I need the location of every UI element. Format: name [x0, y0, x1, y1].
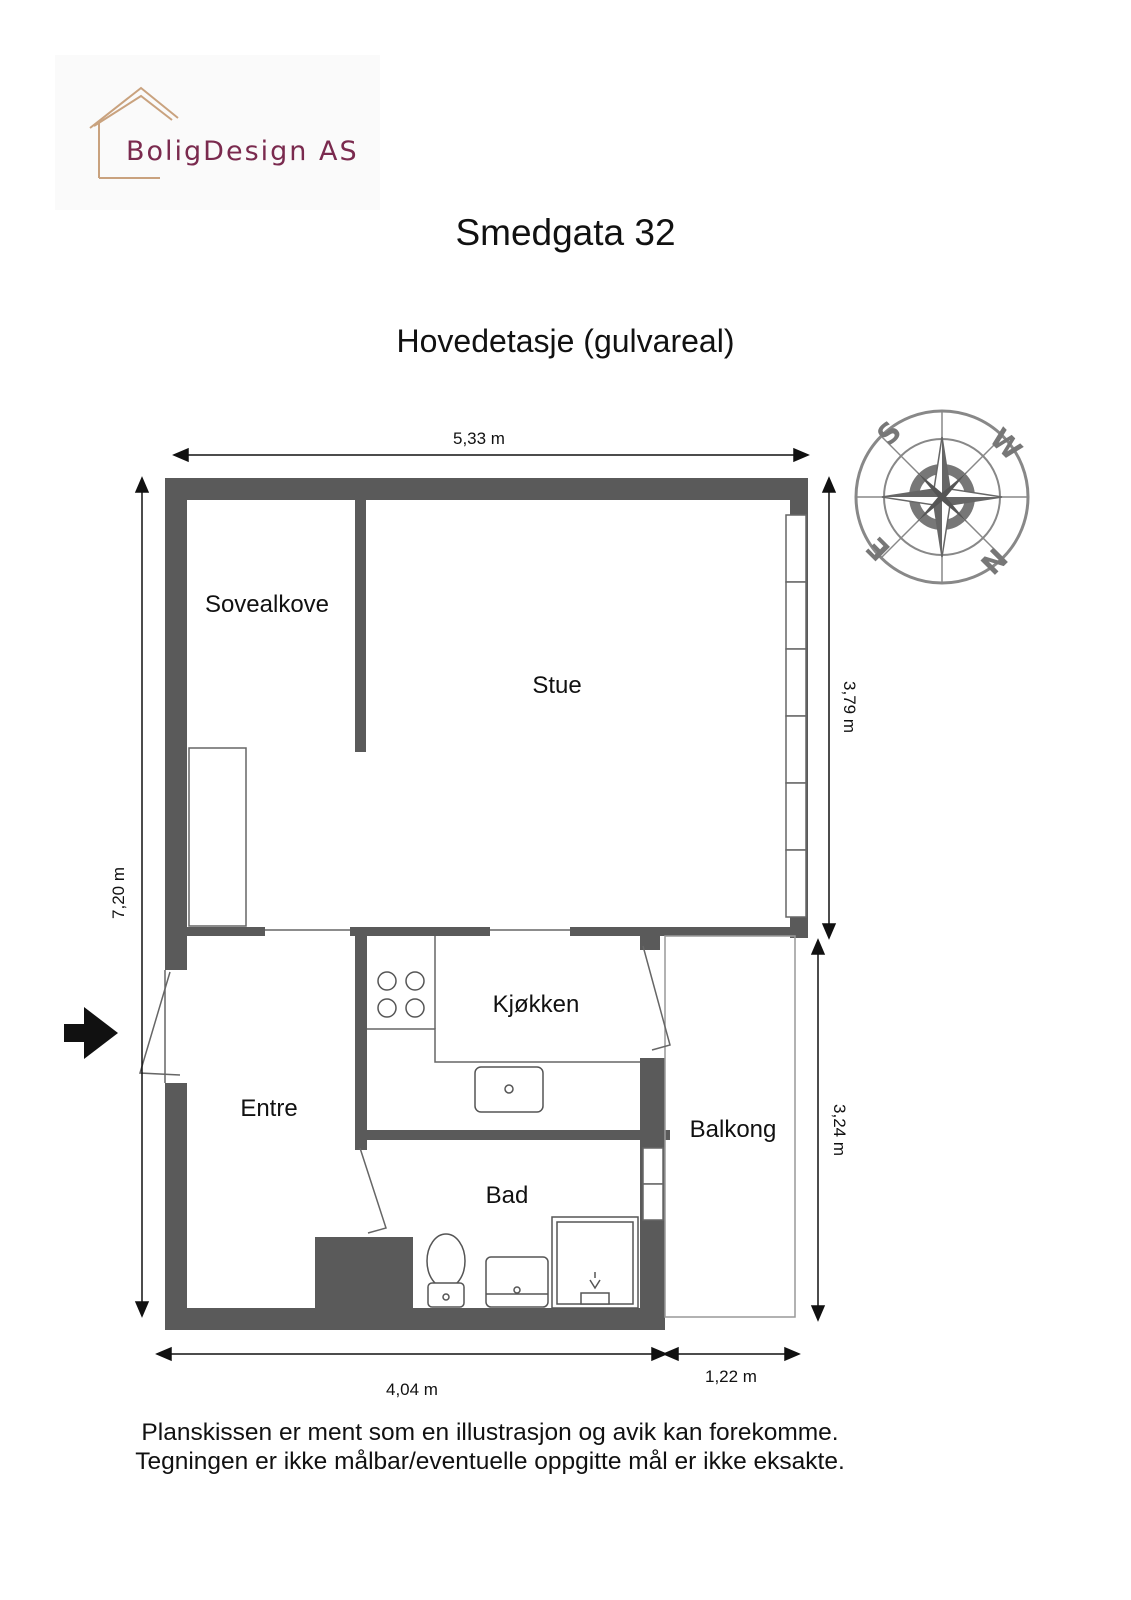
room-label-sovealkove: Sovealkove: [205, 591, 329, 618]
dim-top-width: 5,33 m: [453, 429, 505, 448]
window-stue: [785, 514, 807, 918]
kitchen-sink-icon: [474, 1066, 544, 1113]
dim-bottom-main: 4,04 m: [386, 1380, 438, 1399]
bad-door: [359, 1147, 387, 1234]
window-bad: [642, 1147, 664, 1221]
page-title: Smedgata 32: [455, 212, 676, 253]
dim-left-height: 7,20 m: [109, 867, 128, 919]
dim-right-upper: 3,79 m: [840, 681, 859, 733]
balcony-outline: [664, 935, 796, 1318]
disclaimer-line-1: Planskissen er ment som en illustrasjon …: [141, 1419, 839, 1446]
dim-right-lower: 3,24 m: [830, 1104, 849, 1156]
compass-icon: S W N E: [854, 409, 1030, 585]
dimension-lines: [134, 447, 837, 1362]
shower-icon: [551, 1216, 639, 1309]
kitchen-counter: [367, 936, 640, 1063]
room-label-stue: Stue: [532, 672, 581, 699]
room-label-entre: Entre: [240, 1095, 297, 1122]
wardrobe: [188, 747, 247, 927]
room-label-bad: Bad: [486, 1182, 529, 1209]
logo-text: BoligDesign AS: [126, 136, 359, 167]
logo-area: [55, 55, 380, 210]
stove-icon: [377, 971, 425, 1018]
entrance-arrow-icon: [64, 1007, 118, 1059]
toilet-icon: [426, 1233, 466, 1308]
house-outline-icon: [89, 86, 179, 179]
page-subtitle: Hovedetasje (gulvareal): [396, 323, 735, 359]
disclaimer-line-2: Tegningen er ikke målbar/eventuelle oppg…: [135, 1448, 845, 1475]
room-label-kjokken: Kjøkken: [493, 991, 580, 1018]
disclaimer: Planskissen er ment som en illustrasjon …: [0, 1418, 980, 1476]
dim-bottom-balcony: 1,22 m: [705, 1367, 757, 1386]
bathroom-sink-icon: [485, 1256, 549, 1308]
balkong-door: [642, 945, 671, 1051]
entrance-door: [139, 970, 181, 1083]
room-label-balkong: Balkong: [690, 1116, 777, 1143]
